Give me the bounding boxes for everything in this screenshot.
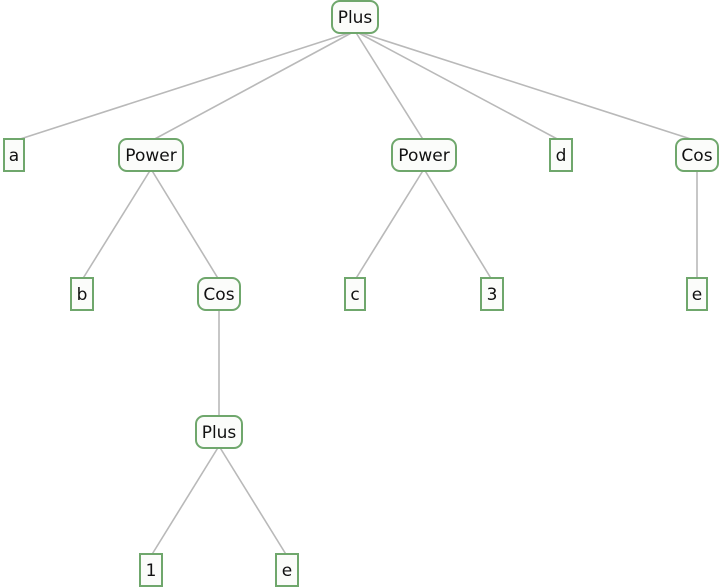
node-label: Cos bbox=[203, 285, 234, 305]
node-label: Power bbox=[125, 146, 176, 166]
node-label: Plus bbox=[338, 8, 373, 28]
node-box bbox=[686, 277, 708, 311]
node-box bbox=[118, 138, 184, 172]
leaf-node-n1: a bbox=[3, 138, 25, 172]
operator-node-n0: Plus bbox=[331, 0, 379, 34]
node-box bbox=[391, 138, 457, 172]
edge-n0-n3 bbox=[354, 30, 425, 142]
operator-node-n7: Cos bbox=[197, 277, 241, 311]
node-label: b bbox=[77, 285, 88, 305]
edge-n2-n7 bbox=[150, 168, 220, 281]
operator-node-n11: Plus bbox=[195, 415, 243, 449]
node-box bbox=[344, 277, 366, 311]
node-label: 3 bbox=[487, 285, 498, 305]
edges-layer bbox=[13, 30, 698, 557]
leaf-node-n9: 3 bbox=[480, 277, 504, 311]
node-label: c bbox=[350, 285, 359, 305]
operator-node-n5: Cos bbox=[675, 138, 719, 172]
node-label: d bbox=[556, 146, 567, 166]
node-box bbox=[549, 138, 573, 172]
edge-n3-n9 bbox=[423, 168, 493, 281]
edge-n2-n6 bbox=[81, 168, 152, 281]
node-box bbox=[197, 277, 241, 311]
node-label: e bbox=[692, 285, 702, 305]
node-label: Power bbox=[398, 146, 449, 166]
edge-n0-n5 bbox=[354, 30, 698, 142]
edge-n0-n2 bbox=[150, 30, 356, 142]
leaf-node-n10: e bbox=[686, 277, 708, 311]
node-box bbox=[70, 277, 94, 311]
node-box bbox=[331, 0, 379, 34]
node-box bbox=[480, 277, 504, 311]
edge-n3-n8 bbox=[354, 168, 425, 281]
node-label: 1 bbox=[146, 561, 157, 581]
node-box bbox=[3, 138, 25, 172]
operator-node-n2: Power bbox=[118, 138, 184, 172]
node-label: Cos bbox=[681, 146, 712, 166]
leaf-node-n6: b bbox=[70, 277, 94, 311]
operator-node-n3: Power bbox=[391, 138, 457, 172]
edge-n11-n13 bbox=[218, 445, 288, 557]
node-box bbox=[275, 553, 299, 587]
leaf-node-n12: 1 bbox=[139, 553, 163, 587]
edge-n0-n4 bbox=[354, 30, 562, 142]
leaf-node-n13: e bbox=[275, 553, 299, 587]
leaf-node-n8: c bbox=[344, 277, 366, 311]
node-label: a bbox=[9, 146, 19, 166]
node-box bbox=[139, 553, 163, 587]
node-box bbox=[675, 138, 719, 172]
node-label: Plus bbox=[202, 423, 237, 443]
edge-n0-n1 bbox=[13, 30, 356, 142]
edge-n11-n12 bbox=[150, 445, 220, 557]
node-label: e bbox=[282, 561, 292, 581]
leaf-node-n4: d bbox=[549, 138, 573, 172]
node-box bbox=[195, 415, 243, 449]
